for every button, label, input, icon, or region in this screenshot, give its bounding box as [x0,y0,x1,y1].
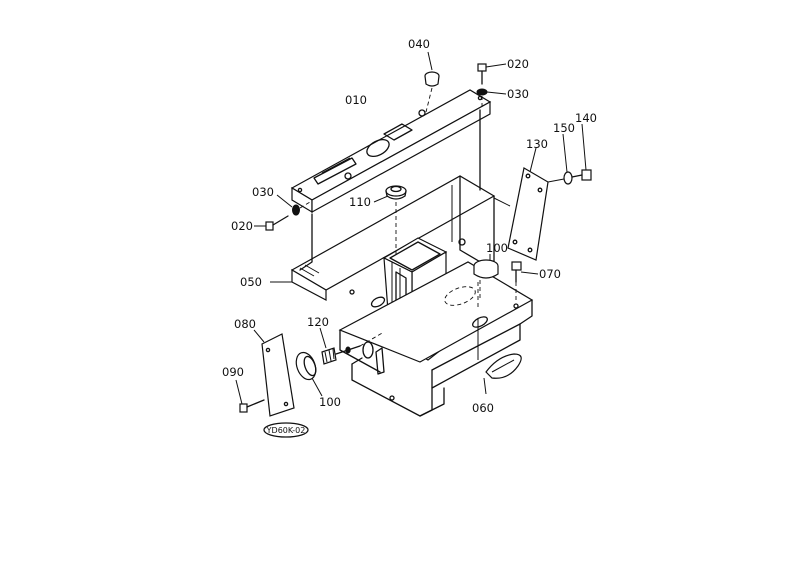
label-100-lower: 100 [319,395,341,409]
label-150: 150 [553,121,575,135]
part-090-screw[interactable] [235,379,265,413]
part-060-pedal-pad[interactable] [477,318,522,395]
part-labels: 040 020 030 010 130 150 140 030 020 110 … [222,37,597,415]
part-020-bolt-top[interactable] [477,63,507,85]
part-140-screw[interactable] [571,123,592,181]
label-100-upper: 100 [486,241,508,255]
drawing-code-stamp: YD60K-02 [263,422,309,438]
part-100-plug-lower[interactable] [293,350,323,397]
label-030-left: 030 [252,185,274,199]
part-030-washer-left[interactable] [276,194,311,216]
part-120-spring[interactable] [319,327,385,365]
label-080: 080 [234,317,256,331]
label-090: 090 [222,365,244,379]
part-050-frame[interactable] [290,109,534,417]
label-020-top: 020 [507,57,529,71]
part-080-front-cover[interactable] [253,329,295,417]
label-130: 130 [526,137,548,151]
label-140: 140 [575,111,597,125]
part-030-washer-top[interactable] [476,88,507,110]
label-120: 120 [307,315,329,329]
label-050: 050 [240,275,262,289]
part-010-top-panel[interactable] [290,89,492,214]
part-070-bolt[interactable] [511,261,539,300]
label-060: 060 [472,401,494,415]
part-020-bolt-left[interactable] [254,215,289,231]
part-040-cap[interactable] [424,51,440,113]
drawing-code-text: YD60K-02 [266,426,306,435]
label-110: 110 [349,195,371,209]
part-150-washer[interactable] [547,133,573,185]
part-100-plug-upper[interactable] [473,254,499,300]
part-130-side-cover[interactable] [493,147,549,261]
label-020-left: 020 [231,219,253,233]
label-030-top: 030 [507,87,529,101]
label-010: 010 [345,93,367,107]
part-110-grommet[interactable] [373,185,407,255]
label-040: 040 [408,37,430,51]
label-070: 070 [539,267,561,281]
